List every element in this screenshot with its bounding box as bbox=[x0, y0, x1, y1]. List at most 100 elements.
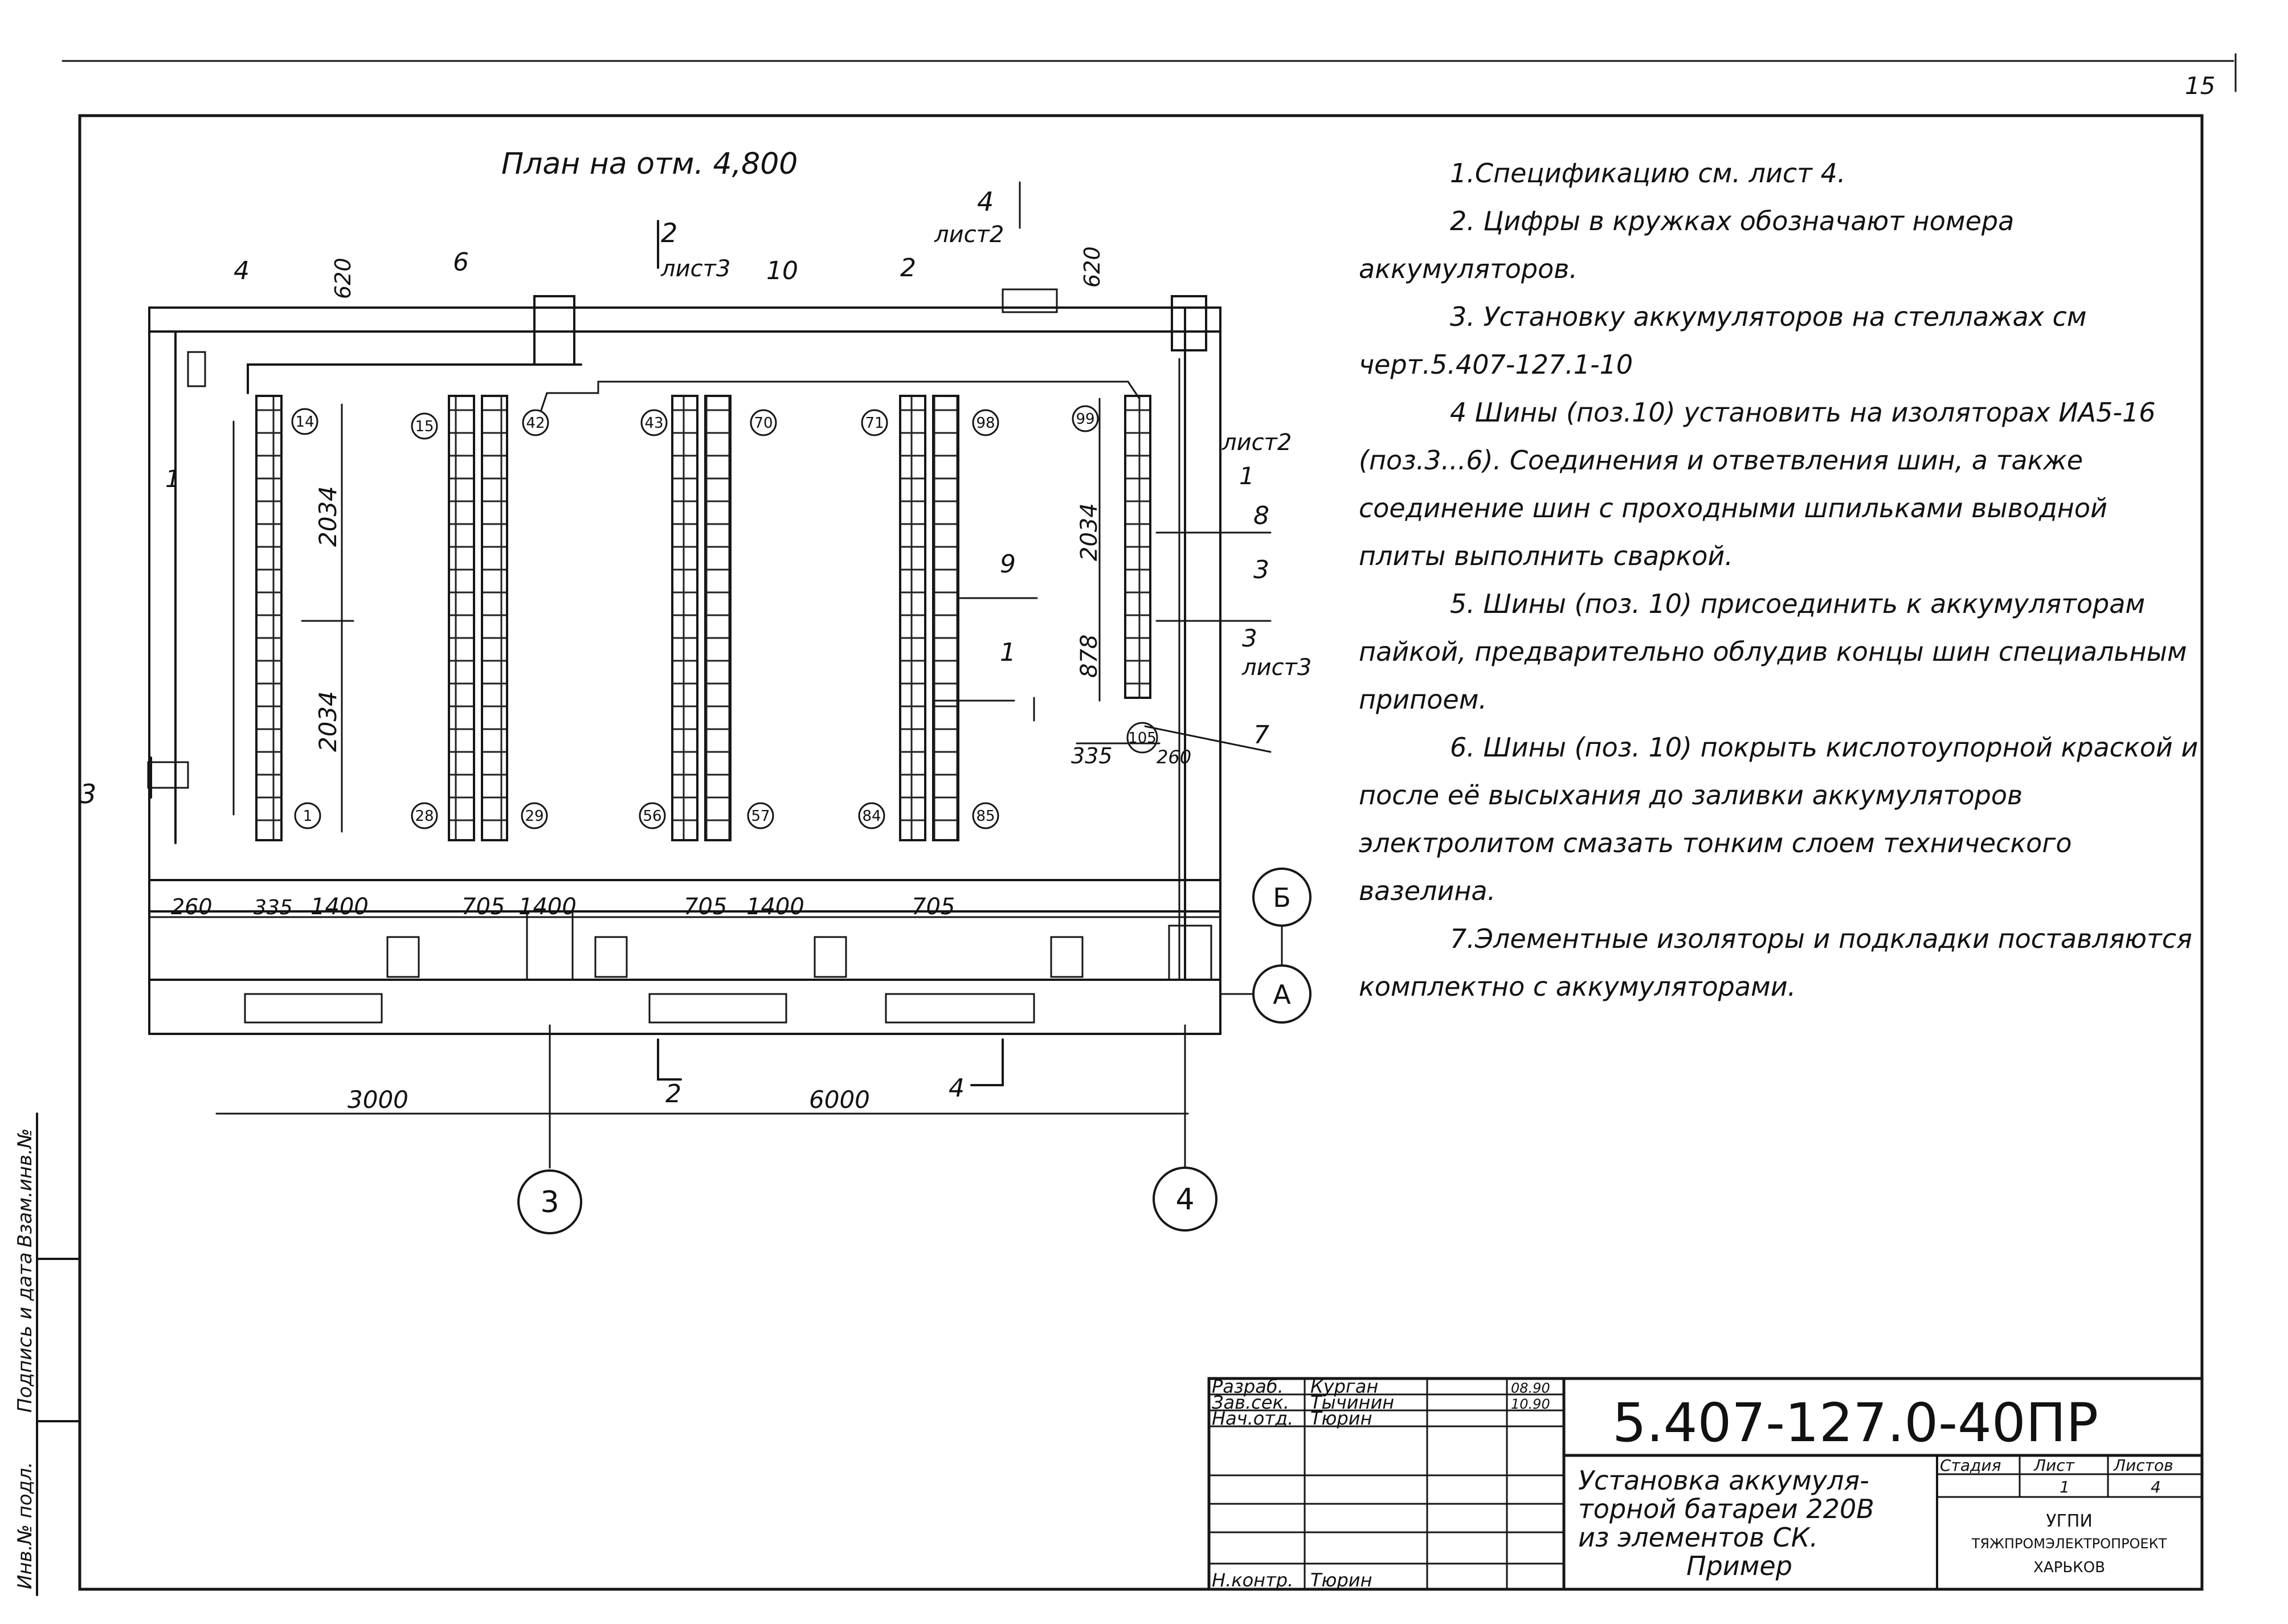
dim-2034-right: 2034 bbox=[1076, 503, 1102, 561]
position-9: 9 bbox=[1000, 550, 1016, 579]
org-line-3: ХАРЬКОВ bbox=[2033, 1559, 2105, 1576]
position-2: 2 bbox=[900, 253, 916, 283]
dim-705-a: 705 bbox=[461, 894, 505, 920]
note-7: 7.Элементные изоляторы и подкладки поста… bbox=[1359, 923, 2192, 1002]
stamp-role-1: Зав.сек. bbox=[1212, 1392, 1289, 1413]
cell-99: 99 bbox=[1076, 411, 1094, 428]
cell-71: 71 bbox=[865, 415, 884, 432]
axis-label-3: 3 bbox=[540, 1185, 559, 1220]
section-3-right-num: 3 bbox=[1242, 624, 1257, 652]
dim-1400-a: 1400 bbox=[310, 894, 369, 920]
section-1-right-num: 1 bbox=[1239, 462, 1255, 490]
section-2-bottom-num: 2 bbox=[665, 1079, 681, 1108]
position-8: 8 bbox=[1253, 501, 1269, 530]
note-4: 4 Шины (поз.10) установить на изоляторах… bbox=[1359, 397, 2156, 571]
page-number: 15 bbox=[2185, 72, 2215, 100]
section-3-right-sheet: лист3 bbox=[1241, 654, 1311, 681]
section-3-left-num: 3 bbox=[80, 779, 96, 809]
position-6: 6 bbox=[453, 248, 469, 277]
cell-56: 56 bbox=[643, 808, 661, 825]
stamp-role-0: Разраб. bbox=[1212, 1376, 1284, 1397]
section-2-top-sheet: лист3 bbox=[660, 256, 730, 282]
org-line-2: ТЯЖПРОМЭЛЕКТРОПРОЕКТ bbox=[1971, 1536, 2167, 1552]
cell-98: 98 bbox=[976, 415, 995, 432]
dim-335-bottom: 335 bbox=[254, 896, 293, 919]
cell-43: 43 bbox=[644, 415, 663, 432]
general-notes: 1.Спецификацию см. лист 4. 2. Цифры в кр… bbox=[1359, 149, 2202, 1011]
side-label-signature-date: Подпись и дата bbox=[14, 1252, 36, 1413]
cell-28: 28 bbox=[415, 808, 434, 825]
plan-title: План на отм. 4,800 bbox=[501, 147, 798, 181]
axis-label-B: Б bbox=[1273, 882, 1291, 913]
axis-label-4: 4 bbox=[1175, 1183, 1194, 1217]
dim-2034-upper: 2034 bbox=[314, 486, 342, 547]
section-2-top-num: 2 bbox=[661, 218, 677, 248]
dim-1400-c: 1400 bbox=[746, 894, 804, 920]
stamp-title-line-3: из элементов СК. bbox=[1578, 1522, 1818, 1553]
note-3: 3. Установку аккумуляторов на стеллажах … bbox=[1359, 301, 2087, 380]
cell-57: 57 bbox=[751, 808, 770, 825]
side-label-original-inv: Инв.№ подл. bbox=[14, 1462, 36, 1589]
stamp-role-3: Н.контр. bbox=[1212, 1569, 1293, 1591]
section-4-top-sheet: лист2 bbox=[934, 222, 1004, 248]
position-7: 7 bbox=[1253, 721, 1269, 750]
cell-70: 70 bbox=[754, 415, 773, 432]
position-10: 10 bbox=[766, 256, 798, 285]
dim-260-right: 260 bbox=[1157, 746, 1191, 768]
cell-15: 15 bbox=[415, 418, 434, 435]
position-3: 3 bbox=[1253, 555, 1269, 584]
cell-105: 105 bbox=[1128, 730, 1157, 747]
stamp-sheets-label: Листов bbox=[2113, 1456, 2173, 1475]
stamp-sheet-value: 1 bbox=[2060, 1478, 2070, 1496]
position-1: 1 bbox=[1000, 638, 1016, 667]
dim-335-right: 335 bbox=[1071, 743, 1113, 768]
dim-878: 878 bbox=[1076, 635, 1102, 678]
note-5: 5. Шины (поз. 10) присоединить к аккумул… bbox=[1359, 588, 2187, 715]
stamp-title-line-4: Пример bbox=[1686, 1551, 1792, 1581]
axis-label-A: А bbox=[1273, 979, 1291, 1010]
section-4-bottom-num: 4 bbox=[949, 1074, 965, 1103]
dim-2034-lower: 2034 bbox=[314, 691, 342, 752]
dim-705-b: 705 bbox=[684, 894, 727, 920]
note-6: 6. Шины (поз. 10) покрыть кислотоупорной… bbox=[1359, 732, 2199, 906]
stamp-date-1: 10.90 bbox=[1511, 1396, 1550, 1412]
section-1-right-sheet: лист2 bbox=[1221, 429, 1292, 456]
section-4-top-num: 4 bbox=[977, 186, 994, 217]
org-line-1: УГПИ bbox=[2046, 1511, 2093, 1531]
dim-620-right: 620 bbox=[1080, 246, 1105, 288]
note-2: 2. Цифры в кружках обозначают номера акк… bbox=[1359, 206, 2015, 284]
stamp-name-2: Тюрин bbox=[1310, 1408, 1372, 1429]
dim-6000: 6000 bbox=[809, 1086, 870, 1114]
cell-84: 84 bbox=[862, 808, 881, 825]
dim-705-c: 705 bbox=[912, 894, 955, 920]
stamp-sheet-label: Лист bbox=[2033, 1456, 2075, 1475]
document-code: 5.407-127.0-40ПР bbox=[1612, 1392, 2098, 1454]
stamp-title-line-2: торной батареи 220В bbox=[1578, 1494, 1874, 1524]
dim-1400-b: 1400 bbox=[518, 894, 577, 920]
stamp-date-0: 08.90 bbox=[1511, 1380, 1550, 1396]
cell-42: 42 bbox=[526, 415, 545, 432]
frame-border bbox=[78, 114, 2204, 1591]
section-1-left-num: 1 bbox=[165, 465, 181, 493]
cell-29: 29 bbox=[525, 808, 544, 825]
dim-260-bottom: 260 bbox=[171, 894, 213, 919]
stamp-role-2: Нач.отд. bbox=[1212, 1408, 1293, 1429]
stamp-name-1: Тычинин bbox=[1310, 1392, 1394, 1413]
cell-1: 1 bbox=[303, 808, 313, 825]
stamp-sheets-value: 4 bbox=[2151, 1478, 2161, 1496]
room-outline bbox=[148, 306, 1221, 1035]
axis-bubble-4 bbox=[1153, 1167, 1217, 1232]
position-4: 4 bbox=[234, 256, 250, 285]
stamp-stage-label: Стадия bbox=[1940, 1456, 2001, 1475]
stamp-name-0: Курган bbox=[1310, 1376, 1378, 1397]
note-1: 1.Спецификацию см. лист 4. bbox=[1450, 158, 1846, 189]
side-label-replacement-inv: Взам.инв.№ bbox=[14, 1128, 36, 1247]
stamp-name-3: Тюрин bbox=[1310, 1569, 1372, 1591]
axis-bubble-3 bbox=[517, 1169, 582, 1234]
title-block bbox=[1207, 1377, 2204, 1591]
dim-620-left: 620 bbox=[330, 257, 356, 299]
stamp-title-line-1: Установка аккумуля- bbox=[1578, 1465, 1869, 1496]
dim-3000: 3000 bbox=[348, 1086, 408, 1114]
cell-85: 85 bbox=[976, 808, 995, 825]
